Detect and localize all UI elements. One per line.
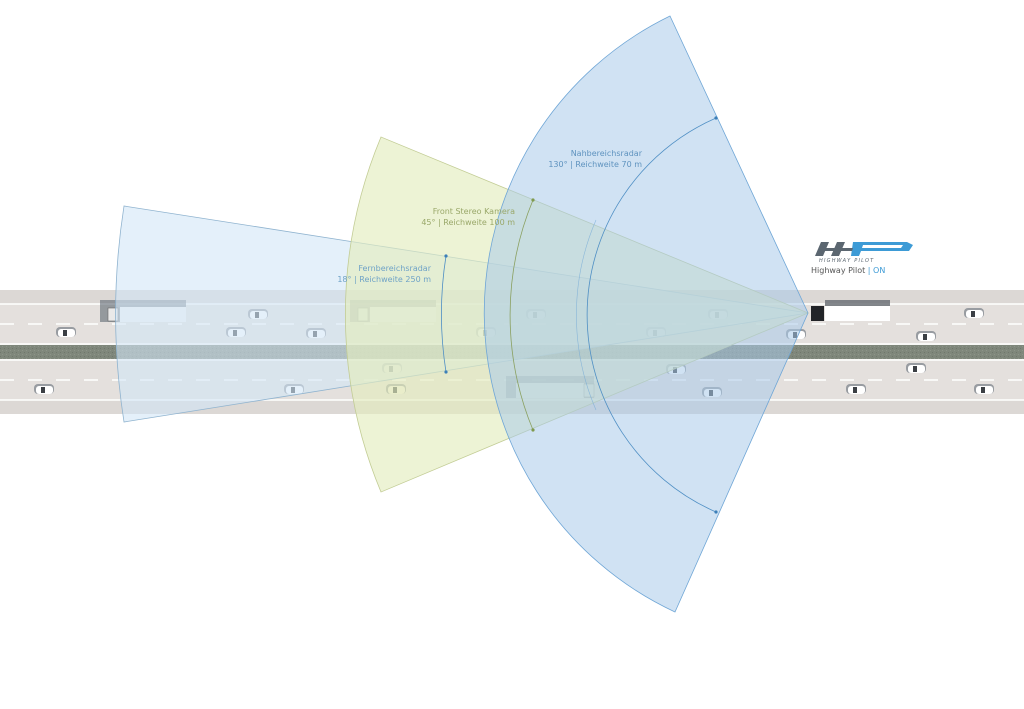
car-window [981, 387, 985, 393]
car-window [853, 387, 857, 393]
hp-subtitle: HIGHWAY PILOT [819, 258, 874, 264]
highway-pilot-logo: HIGHWAY PILOT [815, 242, 913, 264]
ego-truck [811, 300, 890, 321]
sensor-spec: 45° | Reichweite 100 m [421, 218, 515, 227]
sensor-spec: 18° | Reichweite 250 m [337, 275, 431, 284]
hp-mark-icon [815, 242, 913, 256]
car-window [971, 311, 975, 317]
range-arc-end [714, 116, 718, 120]
car-window [41, 387, 45, 393]
ego-truck-trailer-top [825, 306, 890, 321]
range-arc-nahbereichsradar [586, 117, 717, 513]
car-window [913, 366, 917, 372]
label-front-stereo-kamera: Front Stereo Kamera 45° | Reichweite 100… [410, 206, 515, 228]
status-value: ON [873, 266, 886, 275]
sensor-name: Front Stereo Kamera [432, 207, 515, 216]
range-arc-end [444, 254, 448, 258]
label-fernbereichsradar: Fernbereichsradar 18° | Reichweite 250 m [330, 263, 431, 285]
cone-nahbereichsradar [483, 15, 809, 613]
range-arc-end [531, 428, 535, 432]
sensor-name: Fernbereichsradar [358, 264, 431, 273]
range-arc-end [714, 510, 718, 514]
car-window [923, 334, 927, 340]
label-nahbereichsradar: Nahbereichsradar 130° | Reichweite 70 m [540, 148, 642, 170]
ego-truck-cab [811, 306, 824, 321]
sensor-cones [115, 15, 810, 613]
range-arc-end [444, 370, 448, 374]
highway-pilot-status: Highway Pilot | ON [811, 266, 885, 275]
sensor-spec: 130° | Reichweite 70 m [548, 160, 642, 169]
range-arc-inner [576, 219, 597, 411]
range-arc-front-stereo-kamera [509, 199, 534, 431]
car-window [63, 330, 67, 336]
range-arc-end [531, 198, 535, 202]
status-label: Highway Pilot [811, 266, 866, 275]
sensor-name: Nahbereichsradar [570, 149, 642, 158]
status-separator: | [867, 266, 871, 275]
range-arc-fernbereichsradar [441, 255, 447, 373]
